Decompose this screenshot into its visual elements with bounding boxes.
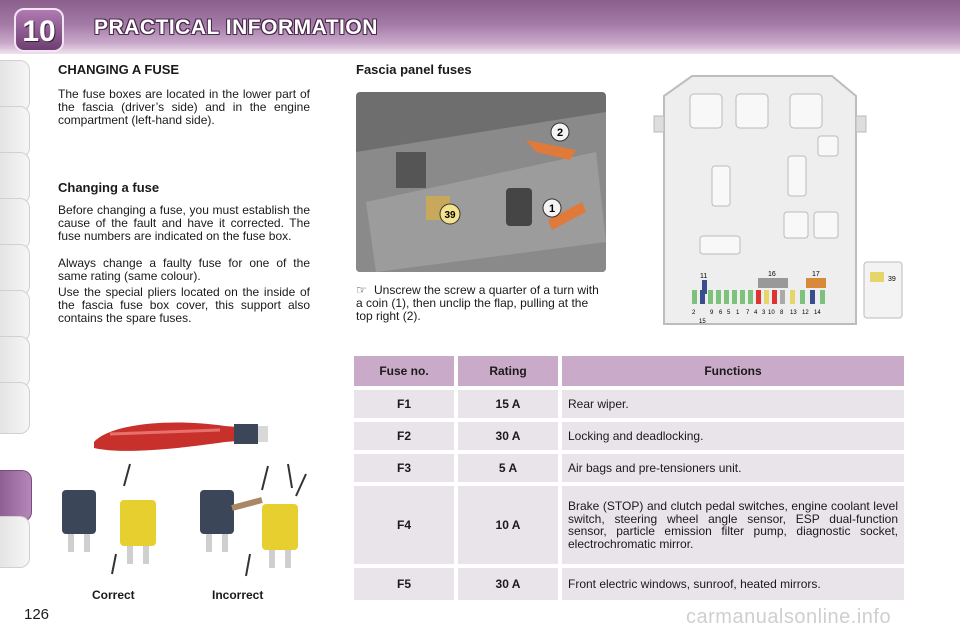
instruction-item: ☞Unscrew the screw a quarter of a turn w… [356,284,608,323]
fuse-number-cell: F1 [354,390,454,418]
fuse-table: Fuse no. Rating Functions F1 15 A Rear w… [354,356,904,604]
rating-cell: 30 A [458,422,558,450]
fuse-label-14: 14 [814,310,821,316]
chapter-tab[interactable] [0,198,30,250]
fuse-label-7: 7 [746,310,750,316]
photo-callout-1: 1 [549,203,555,215]
fuse-row [692,290,825,304]
pointer-bullet-icon: ☞ [356,283,367,297]
function-cell: Air bags and pre-tensioners unit. [562,454,904,482]
fuse-box-diagram: 11 16 17 39 2 9 6 5 1 7 4 3 10 8 13 12 1… [653,75,903,325]
function-cell: Rear wiper. [562,390,904,418]
table-row: F3 5 A Air bags and pre-tensioners unit. [354,454,904,482]
fuse-label-9: 9 [710,310,714,316]
fuse-label-5: 5 [727,310,731,316]
fuse-number-cell: F3 [354,454,454,482]
table-row: F1 15 A Rear wiper. [354,390,904,418]
correct-fuse-pair [62,463,156,575]
fuse-label-12: 12 [802,310,809,316]
paragraph-same-rating: Always change a faulty fuse for one of t… [58,256,310,283]
chapter-tab-strip [0,60,32,580]
table-row: F4 10 A Brake (STOP) and clutch pedal sw… [354,486,904,564]
fuse-label-16: 16 [768,271,776,278]
pliers-icon [94,422,268,451]
function-cell: Locking and deadlocking. [562,422,904,450]
rating-cell: 15 A [458,390,558,418]
chapter-tab-active[interactable] [0,470,32,522]
fuse-number-cell: F4 [354,486,454,564]
instruction-text: Unscrew the screw a quarter of a turn wi… [356,283,599,323]
function-cell: Front electric windows, sunroof, heated … [562,568,904,600]
chapter-tab[interactable] [0,382,30,434]
chapter-tab[interactable] [0,336,30,388]
incorrect-fuse-pair [200,463,307,577]
paragraph-pliers: Use the special pliers located on the in… [58,285,310,325]
fuse-label-2: 2 [692,310,696,316]
chapter-tab[interactable] [0,152,30,204]
fascia-photo: 2 1 39 [356,92,606,272]
fuse-label-39: 39 [888,276,896,283]
photo-callout-39: 39 [444,210,456,221]
fuse-label-4: 4 [754,310,758,316]
photo-callout-2: 2 [557,127,563,139]
table-row: F2 30 A Locking and deadlocking. [354,422,904,450]
table-row: F5 30 A Front electric windows, sunroof,… [354,568,904,600]
table-header-row: Fuse no. Rating Functions [354,356,904,386]
subsection-heading: Changing a fuse [58,180,160,195]
watermark: carmanualsonline.info [686,606,892,628]
caption-incorrect: Incorrect [212,588,264,602]
fuse-label-8: 8 [780,310,784,316]
fascia-heading: Fascia panel fuses [356,62,472,77]
fuse-label-13: 13 [790,310,797,316]
fuse-label-17: 17 [812,271,820,278]
fuse-pliers-illustration [62,422,307,577]
fuse-number-cell: F5 [354,568,454,600]
intro-paragraph: The fuse boxes are located in the lower … [58,87,310,127]
paragraph-establish-cause: Before changing a fuse, you must establi… [58,203,310,243]
chapter-tab[interactable] [0,290,30,342]
column-header-functions: Functions [562,356,904,386]
caption-correct: Correct [92,588,135,602]
page-number: 126 [24,606,50,623]
rating-cell: 30 A [458,568,558,600]
page-title: PRACTICAL INFORMATION [94,16,378,39]
chapter-tab[interactable] [0,60,30,112]
chapter-tab[interactable] [0,244,30,296]
column-header-fuse-no: Fuse no. [354,356,454,386]
column-header-rating: Rating [458,356,558,386]
rating-cell: 10 A [458,486,558,564]
chapter-tab[interactable] [0,106,30,158]
fuse-label-11: 11 [700,273,707,280]
fuse-label-6: 6 [719,310,723,316]
fuse-number-cell: F2 [354,422,454,450]
fuse-label-10: 10 [768,310,775,316]
chapter-badge: 10 [14,8,64,52]
fuse-label-15: 15 [699,319,706,325]
section-heading: CHANGING A FUSE [58,62,180,77]
fuse-label-1: 1 [736,310,740,316]
rating-cell: 5 A [458,454,558,482]
header-band: 10 PRACTICAL INFORMATION [0,0,960,54]
chapter-tab[interactable] [0,516,30,568]
function-cell: Brake (STOP) and clutch pedal switches, … [562,486,904,564]
fuse-label-3: 3 [762,310,766,316]
